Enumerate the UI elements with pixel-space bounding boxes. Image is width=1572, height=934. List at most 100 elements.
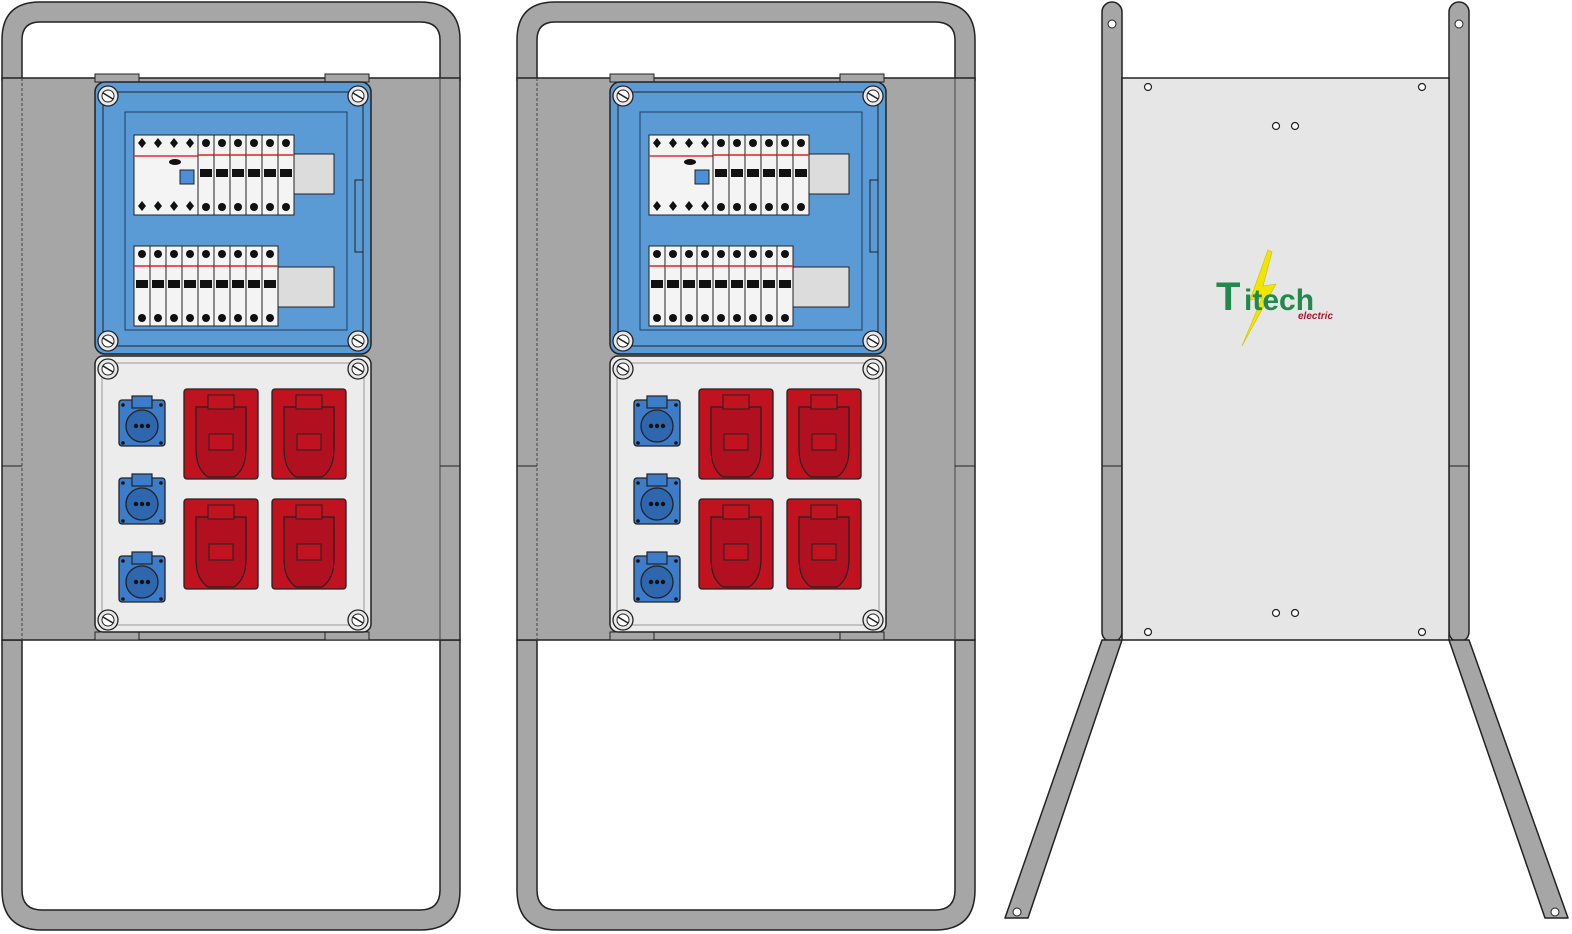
screw [862, 330, 884, 352]
terminal-screw [701, 314, 709, 322]
screw-slot [352, 365, 364, 373]
terminal-screw [733, 314, 741, 322]
terminal-diamond [701, 138, 709, 148]
bolt [1550, 907, 1560, 917]
breaker [213, 245, 231, 327]
terminal-screw [733, 139, 741, 147]
breaker-toggle [184, 280, 196, 288]
breaker-toggle [200, 280, 212, 288]
breaker [261, 134, 279, 216]
terminal-screw [781, 314, 789, 322]
bracket [324, 631, 370, 641]
socket-label-window [296, 433, 322, 451]
socket-pin [145, 579, 151, 585]
terminal-diamond [154, 201, 162, 211]
breaker [197, 245, 215, 327]
breaker-toggle [152, 280, 164, 288]
breaker-toggle [699, 280, 711, 288]
terminal-screw [250, 203, 258, 211]
frame-bottom-loop [1, 639, 461, 931]
terminal-screw [154, 250, 162, 258]
terminal-screw [202, 139, 210, 147]
breaker-row [133, 245, 279, 327]
screw [612, 330, 634, 352]
screw-slot [102, 365, 114, 373]
screw-slot [102, 616, 114, 624]
terminal-diamond [669, 138, 677, 148]
schuko-socket [118, 473, 166, 525]
terminal-screw [781, 139, 789, 147]
socket-fixing [159, 559, 163, 563]
bolt [1107, 19, 1117, 29]
right-post [1448, 1, 1470, 643]
socket-fixing [159, 441, 163, 445]
breaker [664, 245, 682, 327]
breaker [712, 245, 730, 327]
logo-word: itech [1244, 284, 1314, 317]
breaker [229, 134, 247, 216]
back-frame [1004, 1, 1569, 919]
screw [612, 85, 634, 107]
breaker-toggle [232, 280, 244, 288]
terminal-screw [749, 314, 757, 322]
socket-fixing [121, 403, 125, 407]
terminal-screw [701, 250, 709, 258]
terminal-screw [170, 250, 178, 258]
socket-fixing [636, 441, 640, 445]
socket-pin [139, 423, 145, 429]
terminal-screw [138, 250, 146, 258]
blank-cover [293, 153, 335, 195]
terminal-screw [653, 250, 661, 258]
breaker-toggle [216, 280, 228, 288]
screw [862, 85, 884, 107]
socket-pin [145, 423, 151, 429]
terminal-screw [765, 250, 773, 258]
socket-pin [133, 579, 139, 585]
breaker-toggle [264, 169, 276, 177]
logo-subtitle: electric [1298, 311, 1333, 322]
screw-slot [867, 92, 879, 100]
terminal-screw [765, 139, 773, 147]
socket-fixing [674, 519, 678, 523]
screw-slot [102, 337, 114, 345]
distribution-unit-front-1 [1, 1, 461, 931]
socket-pin [133, 501, 139, 507]
bracket [609, 631, 655, 641]
breaker-toggle [232, 169, 244, 177]
socket-pin [648, 579, 654, 585]
terminal-screw [765, 203, 773, 211]
bolt [1454, 19, 1464, 29]
breaker-toggle [731, 280, 743, 288]
terminal-diamond [170, 138, 178, 148]
terminal-screw [717, 250, 725, 258]
blank-cover [792, 266, 850, 308]
socket-fixing [159, 597, 163, 601]
bracket [94, 73, 140, 83]
breaker-toggle [216, 169, 228, 177]
rcd-lever [179, 169, 195, 185]
distribution-unit-back: T itech electric [1004, 1, 1569, 919]
socket-fixing [674, 403, 678, 407]
breaker [229, 245, 247, 327]
terminal-diamond [154, 138, 162, 148]
screw [862, 609, 884, 631]
breaker-toggle [200, 169, 212, 177]
socket-pin [145, 501, 151, 507]
logo-letter-t: T [1216, 275, 1240, 319]
terminal-screw [186, 314, 194, 322]
breaker [197, 134, 215, 216]
breaker-toggle [168, 280, 180, 288]
terminal-screw [765, 314, 773, 322]
schuko-socket [633, 473, 681, 525]
terminal-screw [781, 250, 789, 258]
socket-fixing [121, 441, 125, 445]
terminal-diamond [653, 201, 661, 211]
screw-slot [867, 337, 879, 345]
socket-lid-hinge [131, 395, 153, 409]
terminal-screw [797, 139, 805, 147]
right-leg [1448, 639, 1569, 919]
breaker-row [712, 134, 810, 216]
socket-label-window [723, 543, 749, 561]
socket-fixing [159, 481, 163, 485]
terminal-screw [669, 314, 677, 322]
